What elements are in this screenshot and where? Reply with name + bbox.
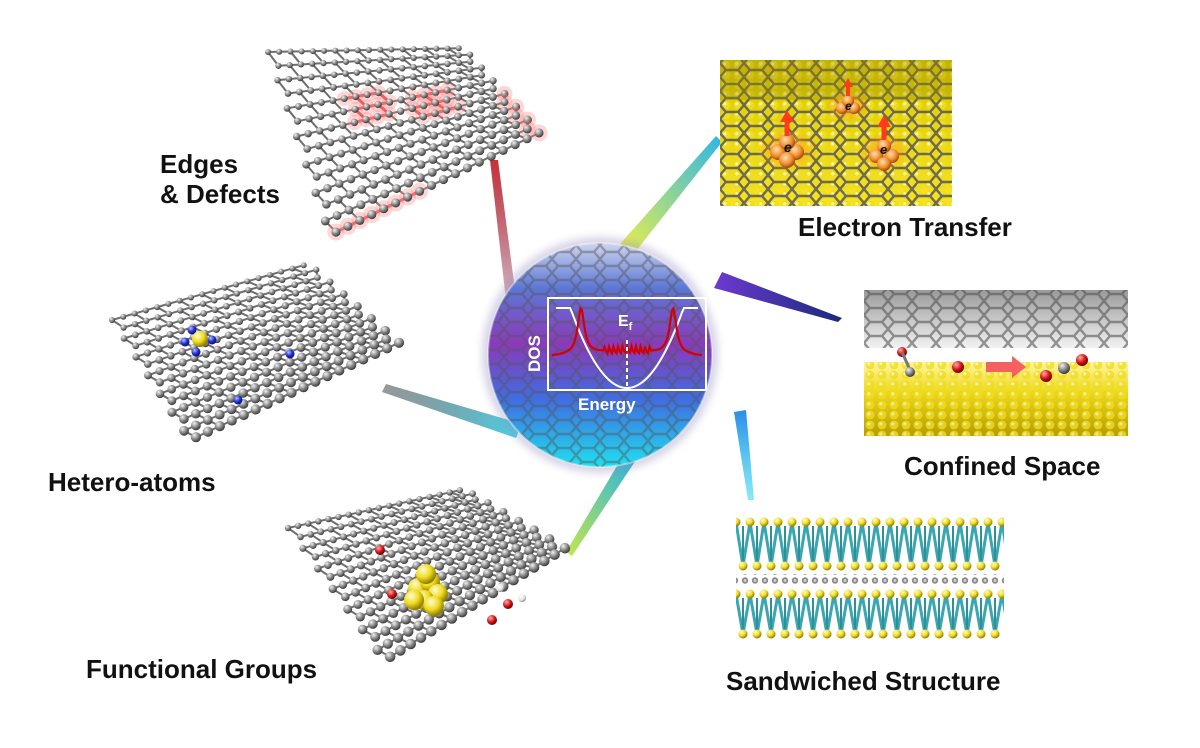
label-electron-transfer: Electron Transfer xyxy=(798,212,1012,242)
label-sandwiched-structure: Sandwiched Structure xyxy=(726,666,1001,696)
label-functional-groups: Functional Groups xyxy=(86,654,318,684)
confined-space-panel xyxy=(864,290,1128,436)
label-heteroatoms: Hetero-atoms xyxy=(48,467,216,497)
dos-inset-chart: DOS Energy Ef xyxy=(525,297,707,414)
electron-cluster-2 xyxy=(826,78,870,122)
graphene-interlayer xyxy=(736,574,1004,584)
dos-curve xyxy=(551,305,703,357)
graphene-sheet-functional-groups xyxy=(284,487,571,663)
energy-axis-label: Energy xyxy=(578,395,636,414)
beam-sandwich xyxy=(734,410,754,500)
beam-hetero xyxy=(382,384,522,438)
oxygen-atom xyxy=(952,361,964,373)
dos-axis-label: DOS xyxy=(525,335,544,372)
electron-transfer-panel: e e e xyxy=(720,60,952,206)
electron-cluster-3 xyxy=(858,115,910,172)
connector-beams xyxy=(382,136,842,556)
electron-symbol: e xyxy=(880,142,887,157)
co-molecule-left xyxy=(897,347,915,377)
beam-edges xyxy=(490,160,516,300)
label-edges-defects: Edges & Defects xyxy=(160,149,280,210)
mos2-layer-bottom xyxy=(736,589,1004,639)
graphene-sheet-heteroatoms xyxy=(109,262,405,443)
beam-electron xyxy=(620,136,722,256)
graphene-sheet-edges-defects xyxy=(265,45,548,241)
co2-molecule xyxy=(1040,354,1088,382)
sandwiched-structure-panel xyxy=(736,506,1004,644)
electron-cluster-1 xyxy=(758,110,818,172)
central-graphene-sphere: DOS Energy Ef xyxy=(482,237,718,473)
label-edges-line1: Edges xyxy=(160,149,239,179)
beam-functional xyxy=(566,454,636,556)
electron-symbol: e xyxy=(784,139,792,155)
label-confined-space: Confined Space xyxy=(904,451,1101,481)
fermi-level-label: Ef xyxy=(618,313,633,333)
beam-confined xyxy=(714,272,842,322)
label-edges-line2: & Defects xyxy=(160,178,280,209)
mos2-layer-top xyxy=(736,517,1004,571)
band-structure-curve xyxy=(556,307,698,389)
electron-symbol: e xyxy=(845,99,852,113)
transfer-arrow-icon xyxy=(986,356,1026,378)
